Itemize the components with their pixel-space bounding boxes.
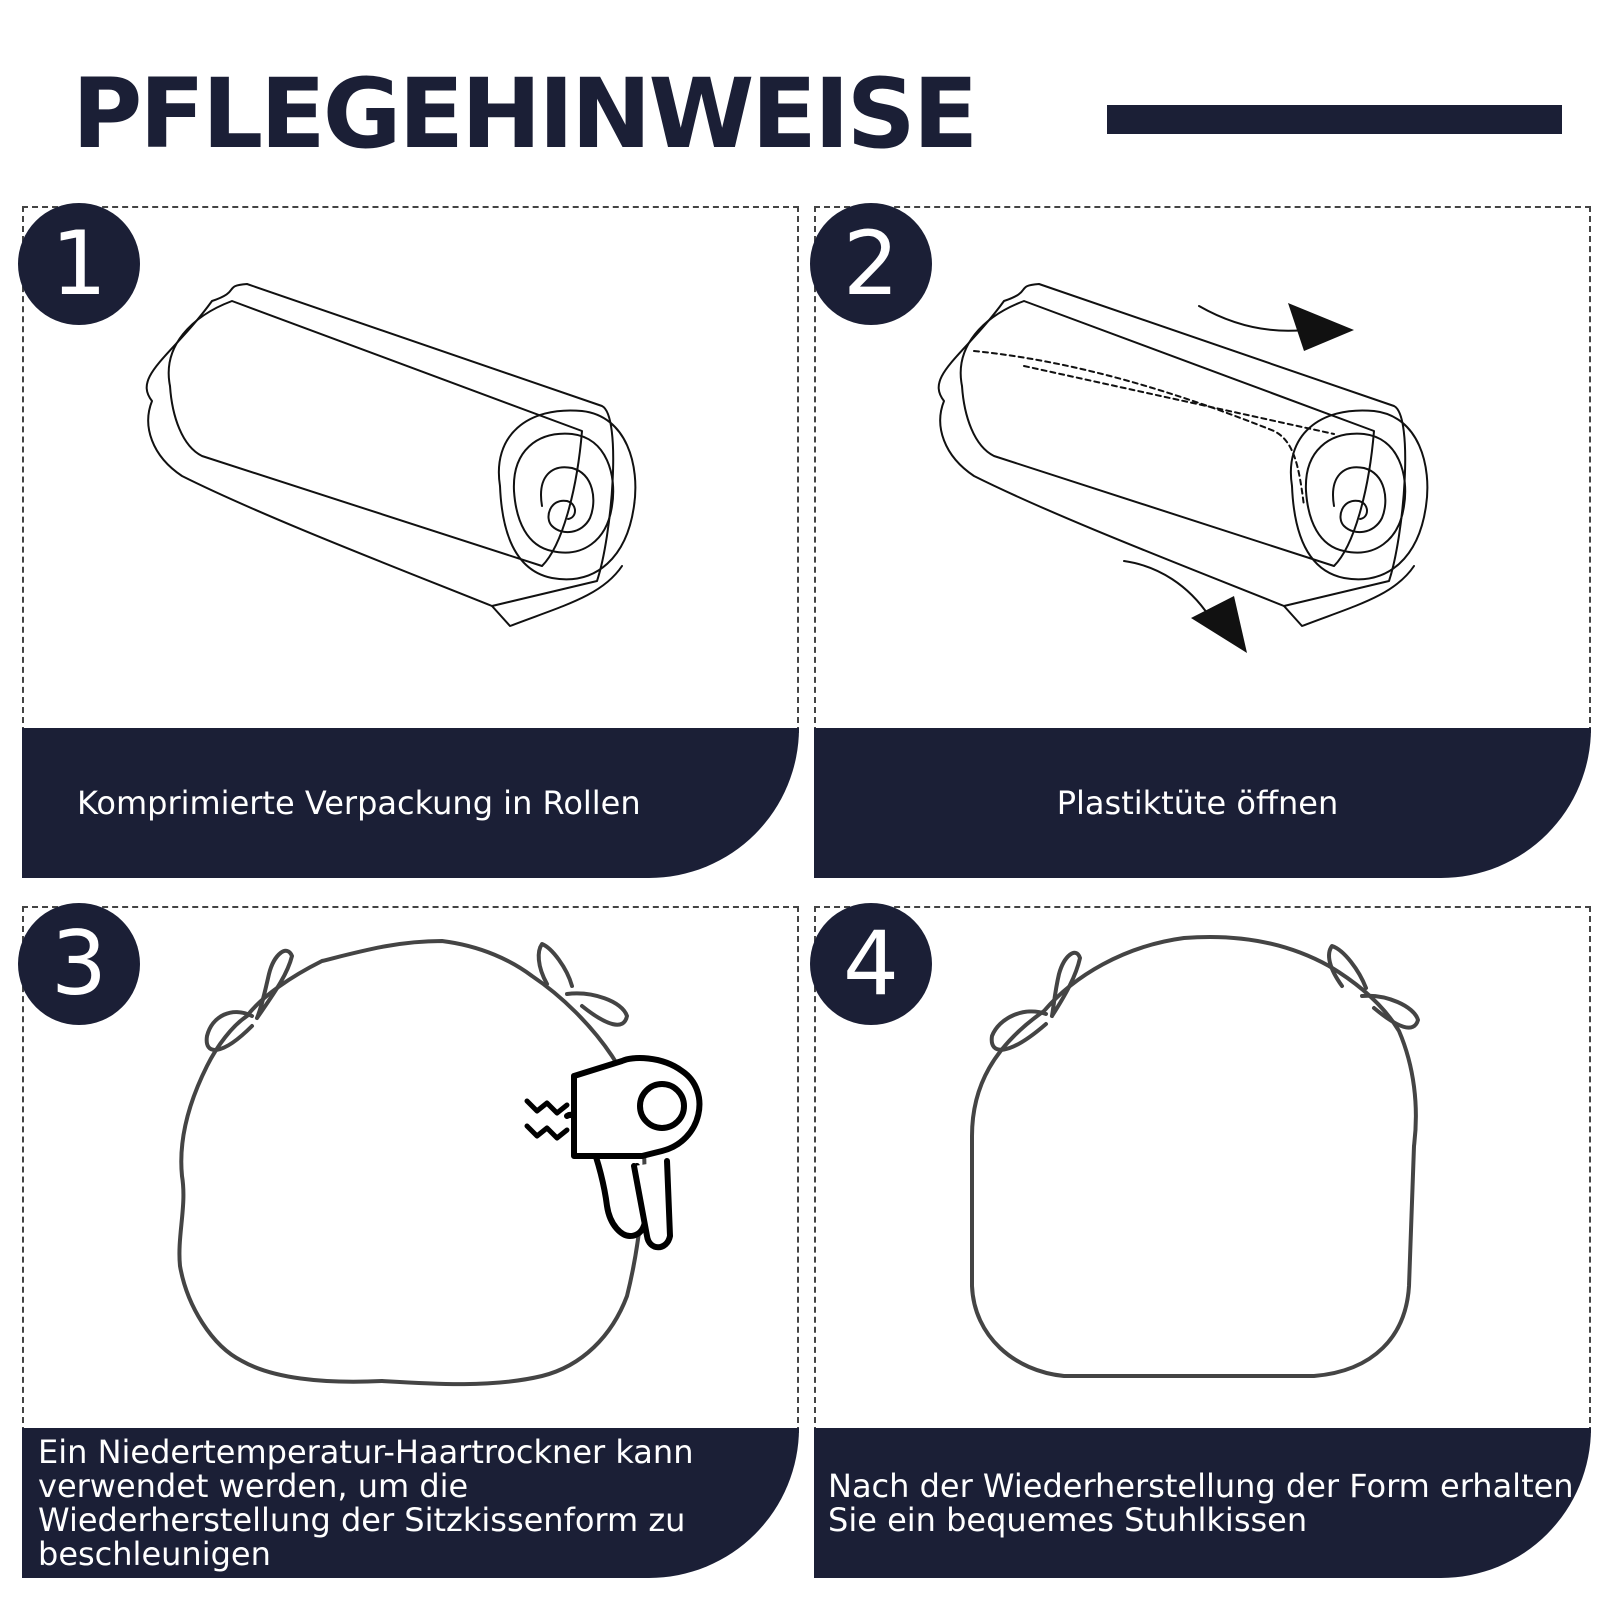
step-panel-1: Komprimierte Verpackung in Rollen xyxy=(22,206,799,886)
step-number-badge-4: 4 xyxy=(810,903,932,1025)
step-number-badge-2: 2 xyxy=(810,203,932,325)
step-caption-text: Ein Niedertemperatur-Haartrockner kann v… xyxy=(38,1433,694,1573)
rolled-cushion-opening-icon xyxy=(937,283,1429,653)
step-number-badge-1: 1 xyxy=(18,203,140,325)
step-frame xyxy=(22,906,799,1433)
step-frame xyxy=(814,206,1591,733)
step-caption-text: Nach der Wiederherstellung der Form erha… xyxy=(828,1467,1574,1539)
restored-cushion-icon xyxy=(970,934,1420,1378)
rolled-cushion-icon xyxy=(145,283,637,627)
page-title: PFLEGEHINWEISE xyxy=(72,58,978,170)
step-frame xyxy=(22,206,799,733)
step-number-badge-3: 3 xyxy=(18,903,140,1025)
title-accent-bar xyxy=(1107,105,1562,134)
step-caption-text: Plastiktüte öffnen xyxy=(1056,784,1339,822)
step-frame xyxy=(814,906,1591,1433)
cushion-with-hair-dryer-icon xyxy=(177,939,703,1387)
step-caption-3: Ein Niedertemperatur-Haartrockner kann v… xyxy=(22,1428,799,1578)
step-caption-1: Komprimierte Verpackung in Rollen xyxy=(22,728,799,878)
step-caption-text: Komprimierte Verpackung in Rollen xyxy=(77,784,641,822)
step-panel-2: Plastiktüte öffnen xyxy=(814,206,1591,886)
step-caption-2: Plastiktüte öffnen xyxy=(814,728,1591,878)
step-panel-3: Ein Niedertemperatur-Haartrockner kann v… xyxy=(22,906,799,1586)
step-caption-4: Nach der Wiederherstellung der Form erha… xyxy=(814,1428,1591,1578)
step-panel-4: Nach der Wiederherstellung der Form erha… xyxy=(814,906,1591,1586)
